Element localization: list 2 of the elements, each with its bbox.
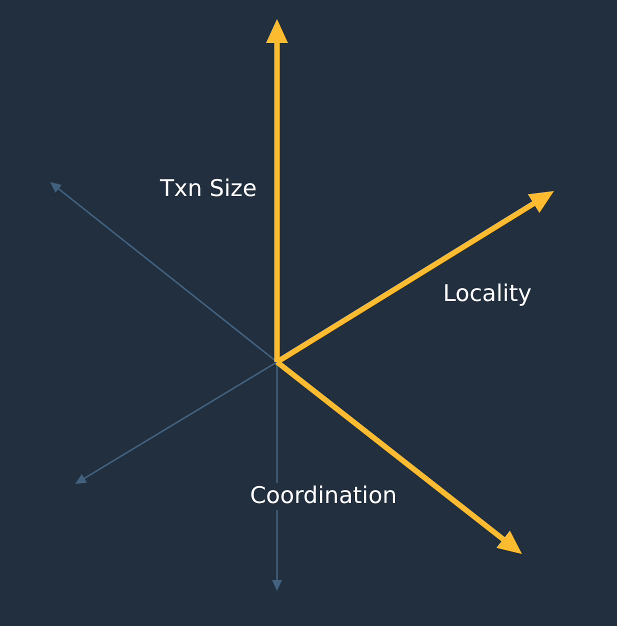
axis-label: Locality — [443, 281, 532, 308]
axis-label: Coordination — [250, 483, 397, 510]
